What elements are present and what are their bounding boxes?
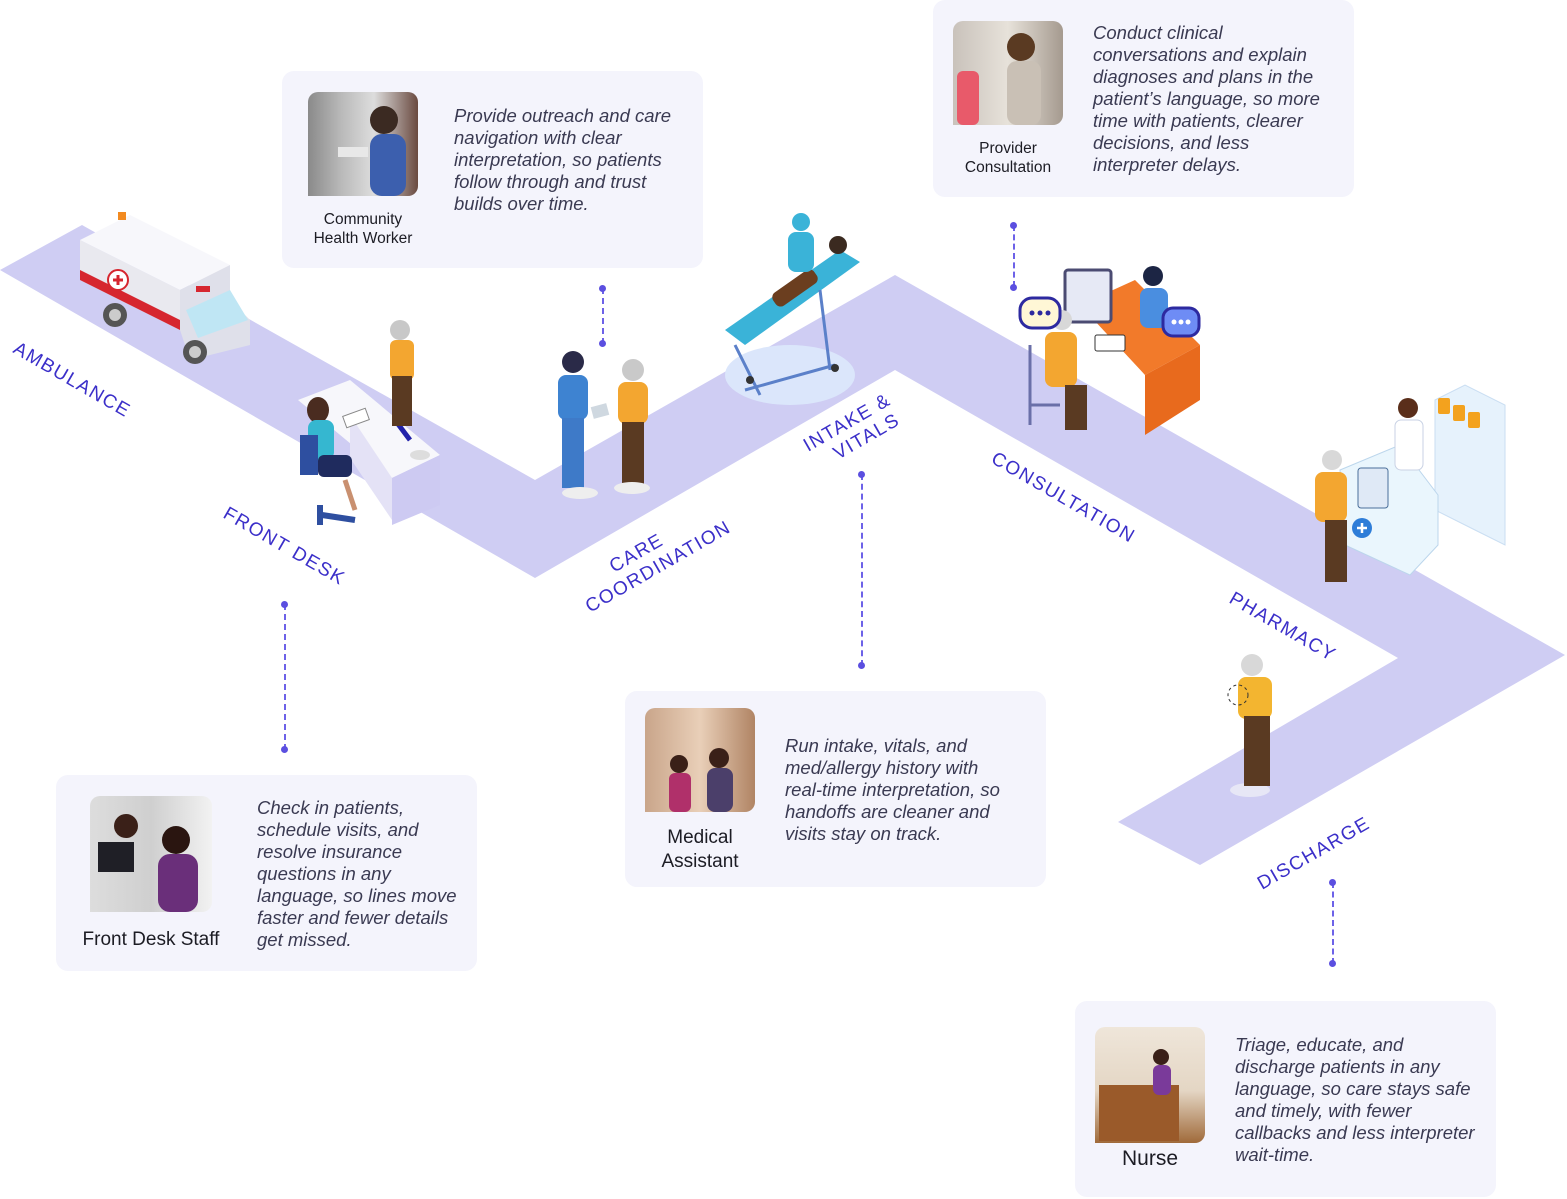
intake-stretcher-illustration bbox=[725, 213, 860, 405]
connector-dot bbox=[599, 285, 606, 292]
provider-consultation-role: Provider Consultation bbox=[964, 140, 1052, 176]
person-icon bbox=[338, 106, 406, 196]
connector-dot bbox=[1010, 284, 1017, 291]
connector-dot bbox=[599, 340, 606, 347]
card-nurse: Nurse Triage, educate, and discharge pat… bbox=[1075, 1001, 1496, 1197]
provider-consultation-photo bbox=[953, 21, 1063, 125]
connector-nurse bbox=[1332, 882, 1334, 964]
nurse-photo bbox=[1095, 1027, 1205, 1143]
card-medical-assistant: Medical Assistant Run intake, vitals, an… bbox=[625, 691, 1046, 887]
connector-dot bbox=[1329, 879, 1336, 886]
connector-dot bbox=[1010, 222, 1017, 229]
stage-label-ambulance: AMBULANCE bbox=[10, 338, 135, 422]
pharmacy-illustration bbox=[1315, 384, 1506, 582]
care-coordination-illustration bbox=[558, 351, 650, 499]
person-icon bbox=[957, 33, 1041, 125]
person-icon bbox=[1099, 1049, 1179, 1141]
nurse-description: Triage, educate, and discharge patients … bbox=[1235, 1034, 1475, 1165]
community-health-worker-role: Community Health Worker bbox=[313, 211, 413, 247]
front-desk-staff-photo bbox=[90, 796, 212, 912]
front-desk-staff-role: Front Desk Staff bbox=[82, 929, 220, 950]
card-front-desk-staff: Front Desk Staff Check in patients, sche… bbox=[56, 775, 477, 971]
front-desk-staff-description: Check in patients, schedule visits, and … bbox=[257, 797, 457, 950]
ambulance-illustration bbox=[80, 212, 250, 364]
connector-dot bbox=[281, 746, 288, 753]
medical-assistant-photo bbox=[645, 708, 755, 812]
person-icon bbox=[98, 814, 198, 912]
connector-medical bbox=[861, 474, 863, 666]
person-icon bbox=[669, 748, 733, 812]
card-community-health-worker: Community Health Worker Provide outreach… bbox=[282, 71, 703, 268]
connector-provider bbox=[1013, 225, 1015, 287]
medical-assistant-description: Run intake, vitals, and med/allergy hist… bbox=[785, 735, 1000, 844]
nurse-role: Nurse bbox=[1121, 1147, 1179, 1170]
connector-dot bbox=[858, 471, 865, 478]
provider-consultation-description: Conduct clinical conversations and expla… bbox=[1093, 22, 1320, 175]
medical-assistant-role: Medical Assistant bbox=[661, 827, 739, 872]
community-health-worker-description: Provide outreach and care navigation wit… bbox=[454, 105, 671, 214]
connector-dot bbox=[858, 662, 865, 669]
connector-dot bbox=[1329, 960, 1336, 967]
front-desk-illustration bbox=[298, 320, 440, 525]
connector-dot bbox=[281, 601, 288, 608]
consultation-illustration bbox=[1018, 266, 1201, 435]
community-health-worker-photo bbox=[308, 92, 418, 196]
card-provider-consultation: Provider Consultation Conduct clinical c… bbox=[933, 0, 1354, 197]
stage-label-discharge: DISCHARGE bbox=[1254, 813, 1374, 894]
connector-frontdesk bbox=[284, 604, 286, 750]
discharge-illustration bbox=[1227, 654, 1272, 797]
connector-community bbox=[602, 288, 604, 344]
